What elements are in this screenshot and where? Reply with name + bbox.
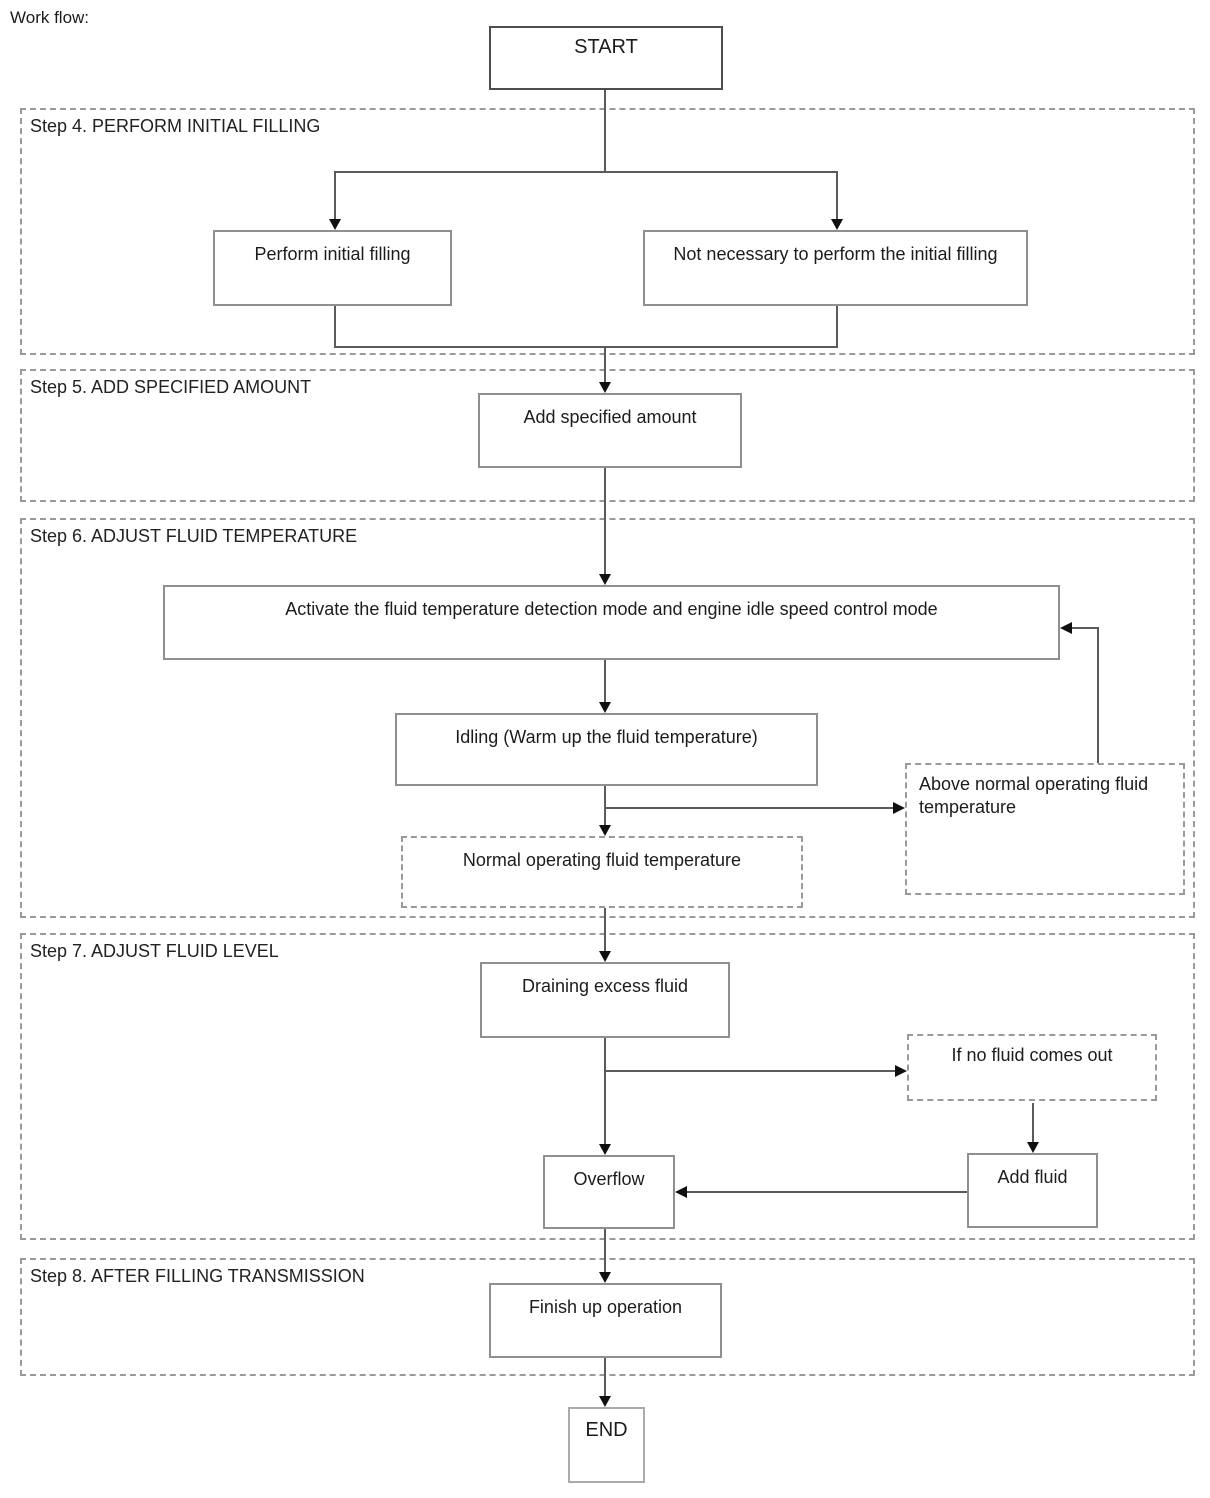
connector-not-necessary-out (836, 306, 838, 348)
connector-to-normal-temp (604, 786, 606, 825)
node-idling-warm-up: Idling (Warm up the fluid temperature) (395, 713, 818, 786)
connector-to-above-temp (605, 807, 893, 809)
connector-to-idling (604, 660, 606, 702)
step8-container: Step 8. AFTER FILLING TRANSMISSION (20, 1258, 1195, 1376)
connector-to-overflow (604, 1038, 606, 1144)
connector-to-add-fluid (1032, 1103, 1034, 1142)
connector-feedback-up (1097, 627, 1099, 763)
arrow-down-finish-icon (599, 1272, 611, 1283)
node-end: END (568, 1407, 645, 1483)
step4-label: Step 4. PERFORM INITIAL FILLING (30, 116, 321, 136)
connector-to-activate (604, 468, 606, 574)
connector-branch-join (334, 346, 838, 348)
node-draining-excess-fluid: Draining excess fluid (480, 962, 730, 1038)
step6-label: Step 6. ADJUST FLUID TEMPERATURE (30, 526, 358, 546)
arrow-down-activate-icon (599, 574, 611, 585)
connector-start-down (604, 90, 606, 172)
arrow-down-idling-icon (599, 702, 611, 713)
arrow-down-not-necessary-icon (831, 219, 843, 230)
arrow-right-above-temp-icon (893, 802, 905, 814)
arrow-down-end-icon (599, 1396, 611, 1407)
arrow-right-if-no-fluid-icon (895, 1065, 907, 1077)
arrow-left-activate-icon (1060, 622, 1072, 634)
step7-label: Step 7. ADJUST FLUID LEVEL (30, 941, 279, 961)
connector-to-if-no-fluid (605, 1070, 895, 1072)
step6-container: Step 6. ADJUST FLUID TEMPERATURE (20, 518, 1195, 918)
arrow-down-perform-initial-icon (329, 219, 341, 230)
node-start: START (489, 26, 723, 90)
node-finish-up-operation: Finish up operation (489, 1283, 722, 1358)
arrow-down-normal-temp-icon (599, 825, 611, 836)
page-title: Work flow: (10, 8, 90, 27)
connector-branch-right-down (836, 171, 838, 219)
connector-branch-top (334, 171, 838, 173)
arrow-left-overflow-icon (675, 1186, 687, 1198)
node-add-fluid: Add fluid (967, 1153, 1098, 1228)
connector-add-fluid-to-overflow (687, 1191, 967, 1193)
step7-container: Step 7. ADJUST FLUID LEVEL (20, 933, 1195, 1240)
connector-to-finish (604, 1229, 606, 1272)
step8-label: Step 8. AFTER FILLING TRANSMISSION (30, 1266, 365, 1286)
connector-branch-left-down (334, 171, 336, 219)
arrow-down-add-specified-icon (599, 382, 611, 393)
node-not-necessary: Not necessary to perform the initial fil… (643, 230, 1028, 306)
node-activate-detection-mode: Activate the fluid temperature detection… (163, 585, 1060, 660)
connector-perform-initial-out (334, 306, 336, 348)
connector-to-end (604, 1358, 606, 1396)
connector-to-draining (604, 908, 606, 951)
arrow-down-overflow-icon (599, 1144, 611, 1155)
node-overflow: Overflow (543, 1155, 675, 1229)
connector-to-add-specified (604, 346, 606, 382)
arrow-down-add-fluid-icon (1027, 1142, 1039, 1153)
node-above-normal-temp: Above normal operating fluid temperature (905, 763, 1185, 895)
arrow-down-draining-icon (599, 951, 611, 962)
node-perform-initial-filling: Perform initial filling (213, 230, 452, 306)
node-if-no-fluid-comes-out: If no fluid comes out (907, 1034, 1157, 1101)
step5-container: Step 5. ADD SPECIFIED AMOUNT (20, 369, 1195, 502)
step5-label: Step 5. ADD SPECIFIED AMOUNT (30, 377, 312, 397)
connector-feedback-into-activate (1072, 627, 1098, 629)
step4-container: Step 4. PERFORM INITIAL FILLING (20, 108, 1195, 355)
node-add-specified-amount: Add specified amount (478, 393, 742, 468)
node-normal-operating-temp: Normal operating fluid temperature (401, 836, 803, 908)
